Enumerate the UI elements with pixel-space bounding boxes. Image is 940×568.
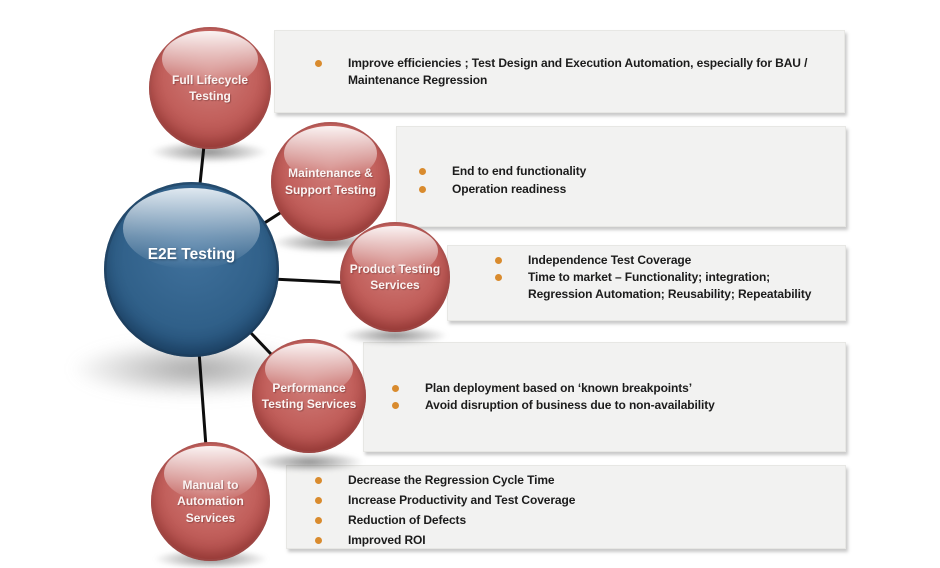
node-label: Performance Testing Services <box>261 380 357 411</box>
node-maintenance-support-testing: Maintenance & Support Testing <box>271 122 390 241</box>
center-node-label: E2E Testing <box>147 246 236 264</box>
bullet-icon <box>315 497 322 504</box>
bullet-row: End to end functionality <box>419 163 835 180</box>
bullet-icon <box>315 477 322 484</box>
bullet-row: Avoid disruption of business due to non-… <box>392 397 833 414</box>
bullet-text: Improve efficiencies ; Test Design and E… <box>348 56 808 87</box>
bullet-row: Operation readiness <box>419 181 835 198</box>
shadow-product <box>342 326 448 345</box>
bullet-icon <box>419 168 426 175</box>
bullet-text: Increase Productivity and Test Coverage <box>348 493 576 507</box>
node-full-lifecycle-testing: Full Lifecycle Testing <box>149 27 271 149</box>
node-manual-to-automation-services: Manual to Automation Services <box>151 442 270 561</box>
bullet-row: Reduction of Defects <box>315 512 835 529</box>
bullet-text: Independence Test Coverage <box>528 253 692 267</box>
panel-performance-testing: Plan deployment based on ‘known breakpoi… <box>363 342 846 452</box>
bullet-icon <box>419 186 426 193</box>
panel-manual-automation: Decrease the Regression Cycle Time Incre… <box>286 465 846 549</box>
bullet-row: Independence Test Coverage <box>495 252 837 269</box>
bullet-icon <box>495 257 502 264</box>
node-product-testing-services: Product Testing Services <box>340 222 450 332</box>
bullet-text: Decrease the Regression Cycle Time <box>348 473 555 487</box>
bullet-row: Increase Productivity and Test Coverage <box>315 492 835 509</box>
bullet-text: End to end functionality <box>452 164 587 178</box>
shadow-performance <box>254 452 364 472</box>
shadow-full-lifecycle <box>150 141 268 163</box>
bullet-icon <box>315 60 322 67</box>
bullet-text: Avoid disruption of business due to non-… <box>425 398 715 412</box>
node-label: Manual to Automation Services <box>177 478 244 525</box>
node-label: Full Lifecycle Testing <box>171 72 249 103</box>
bullet-icon <box>315 517 322 524</box>
bullet-row: Plan deployment based on ‘known breakpoi… <box>392 380 833 397</box>
bullet-text: Time to market – Functionality; integrat… <box>528 270 812 301</box>
bullet-icon <box>392 385 399 392</box>
bullet-text: Plan deployment based on ‘known breakpoi… <box>425 381 692 395</box>
node-label: Maintenance & Support Testing <box>284 166 377 197</box>
bullet-icon <box>495 274 502 281</box>
panel-full-lifecycle: Improve efficiencies ; Test Design and E… <box>274 30 845 113</box>
bullet-text: Improved ROI <box>348 533 426 547</box>
bullet-icon <box>315 537 322 544</box>
node-e2e-testing-center: E2E Testing <box>104 182 279 357</box>
bullet-text: Reduction of Defects <box>348 513 467 527</box>
panel-maintenance-support: End to end functionality Operation readi… <box>396 126 846 227</box>
node-label: Product Testing Services <box>349 261 441 292</box>
bullet-row: Improve efficiencies ; Test Design and E… <box>315 55 844 89</box>
bullet-text: Operation readiness <box>452 182 567 196</box>
node-performance-testing-services: Performance Testing Services <box>252 339 366 453</box>
bullet-row: Time to market – Functionality; integrat… <box>495 269 837 303</box>
bullet-icon <box>392 402 399 409</box>
bullet-row: Decrease the Regression Cycle Time <box>315 472 835 489</box>
bullet-row: Improved ROI <box>315 532 835 549</box>
panel-product-testing: Independence Test Coverage Time to marke… <box>447 245 846 321</box>
